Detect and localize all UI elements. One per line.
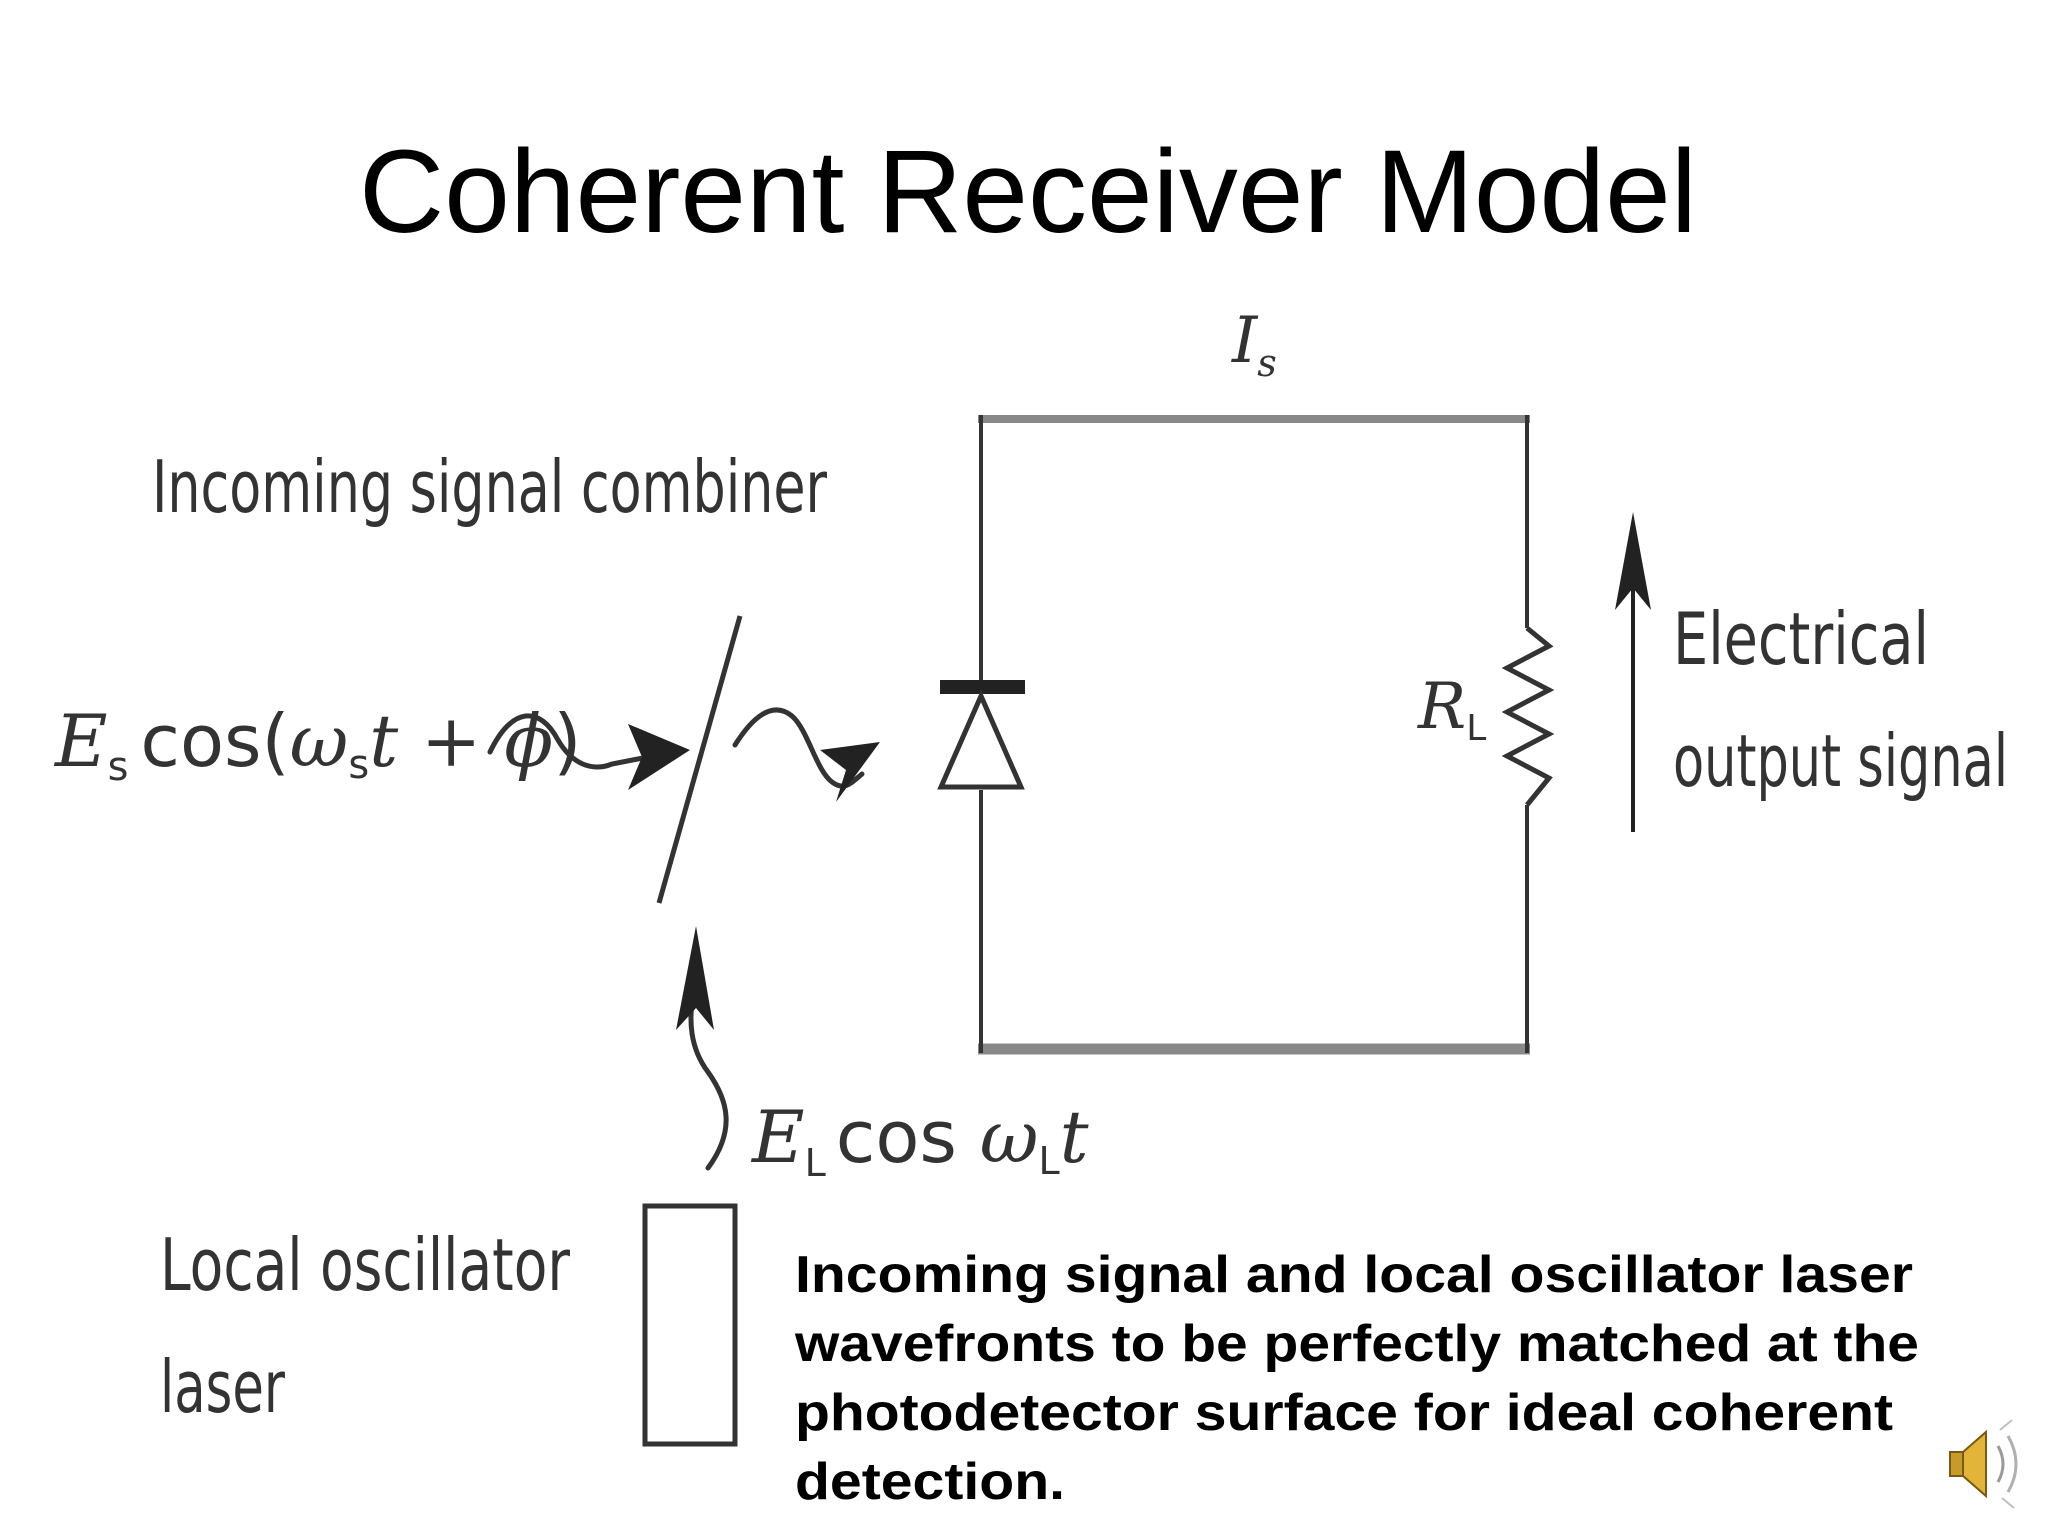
caption-line3: photodetector surface for ideal coherent	[795, 1384, 1893, 1442]
lo-label-line1: Local oscillator	[160, 1223, 570, 1307]
lo-omega: ω	[980, 1095, 1039, 1179]
incoming-arrowhead	[628, 724, 690, 790]
incoming-signal-arrow	[487, 713, 690, 790]
lo-omega-sub: L	[1039, 1139, 1060, 1183]
lo-t: t	[1060, 1095, 1090, 1179]
lo-field-sub: L	[805, 1141, 826, 1185]
signal-field: E	[53, 699, 108, 783]
signal-omega-sub: s	[348, 742, 369, 788]
combiner-splitter	[656, 615, 743, 904]
signal-omega: ω	[290, 699, 349, 783]
output-label-line1: Electrical	[1673, 597, 1929, 681]
resistor-label: RL	[1417, 670, 1486, 749]
resistor-subscript: L	[1466, 708, 1486, 749]
photodiode	[937, 680, 1025, 790]
local-oscillator-arrowhead	[676, 926, 714, 1030]
signal-phi: ϕ	[504, 699, 553, 783]
combined-arrowhead	[820, 742, 880, 802]
circuit	[978, 415, 1530, 1055]
photodiode-cathode-bar	[940, 680, 1025, 694]
current-label: Is	[1231, 304, 1277, 385]
signal-expr-1: cos(	[140, 699, 289, 783]
caption-line4: detection.	[795, 1453, 1065, 1511]
resistor-symbol: R	[1417, 670, 1466, 744]
load-resistor	[1501, 626, 1555, 807]
caption-line1: Incoming signal and local oscillator las…	[795, 1246, 1913, 1304]
local-oscillator-arrow	[676, 926, 729, 1171]
caption-line2: wavefronts to be perfectly matched at th…	[794, 1315, 1919, 1373]
combined-signal-arrow	[732, 707, 880, 802]
combiner-label: Incoming signal combiner	[152, 445, 827, 529]
current-subscript: s	[1257, 341, 1277, 385]
photodiode-triangle	[937, 689, 1025, 790]
caption: Incoming signal and local oscillator las…	[794, 1246, 1919, 1511]
speaker-icon[interactable]	[1949, 1419, 2018, 1509]
output-arrow	[1615, 512, 1651, 832]
lo-expr-1: cos	[836, 1095, 980, 1179]
output-label-line2: output signal	[1673, 719, 2008, 803]
output-arrowhead	[1615, 512, 1651, 610]
slide-title: Coherent Receiver Model	[359, 126, 1697, 258]
signal-field-sub: s	[108, 744, 129, 790]
local-oscillator-laser-box	[642, 1203, 738, 1447]
current-symbol: I	[1231, 304, 1259, 378]
signal-expr-2: t +	[369, 699, 504, 783]
lo-label-line2: laser	[160, 1345, 285, 1429]
lo-field: E	[750, 1095, 805, 1179]
